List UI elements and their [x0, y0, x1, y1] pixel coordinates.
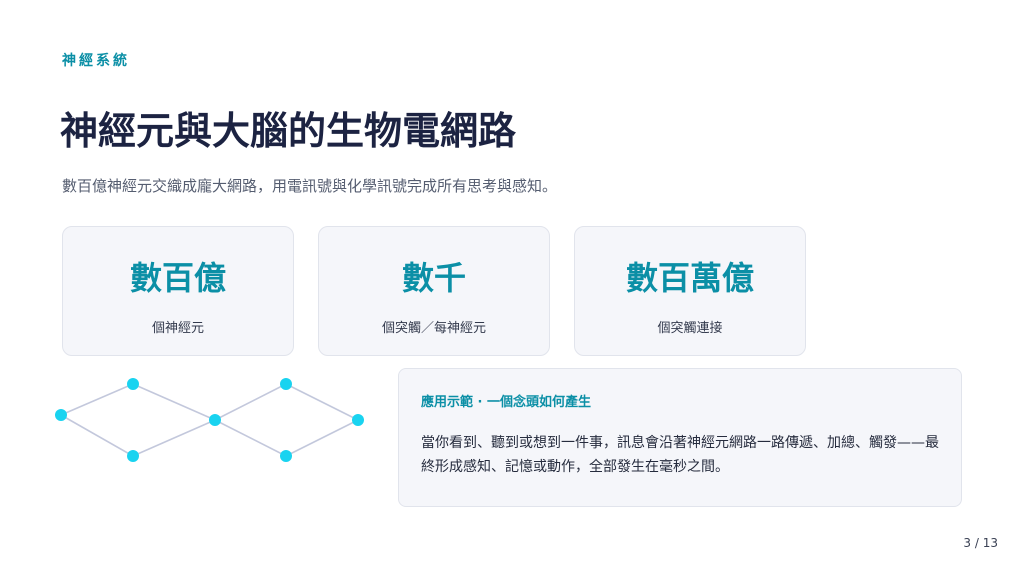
network-edge	[132, 383, 216, 421]
stat-value: 數千	[401, 259, 466, 297]
network-edges	[60, 383, 359, 457]
stat-card-neurons: 數百億 個神經元	[62, 226, 294, 356]
stat-card-synapses-per-neuron: 數千 個突觸／每神經元	[318, 226, 550, 356]
network-node	[127, 378, 139, 390]
stat-label: 個神經元	[151, 321, 204, 336]
page-title: 神經元與大腦的生物電網路	[60, 108, 517, 153]
network-node	[209, 414, 221, 426]
network-edge	[60, 414, 134, 457]
network-nodes	[55, 378, 364, 462]
network-node	[127, 450, 139, 462]
example-heading: 應用示範 · 一個念頭如何產生	[421, 395, 591, 410]
page-subtitle: 數百億神經元交織成龐大網路，用電訊號與化學訊號完成所有思考與感知。	[62, 177, 558, 195]
stat-label: 個突觸／每神經元	[381, 321, 486, 336]
network-node	[352, 414, 364, 426]
page-number: 3 / 13	[963, 536, 998, 550]
network-edge	[285, 383, 359, 421]
network-node	[280, 450, 292, 462]
example-body: 當你看到、聽到或想到一件事，訊息會沿著神經元網路一路傳遞、加總、觸發——最終形成…	[421, 435, 939, 475]
network-edge	[214, 419, 287, 457]
stat-card-synapse-connections: 數百萬億 個突觸連接	[574, 226, 806, 356]
eyebrow-label: 神經系統	[62, 53, 130, 69]
network-node	[55, 409, 67, 421]
network-edge	[132, 419, 216, 457]
network-edge	[60, 383, 134, 416]
stat-label: 個突觸連接	[657, 321, 723, 336]
stat-value: 數百萬億	[625, 259, 754, 297]
network-edge	[285, 419, 359, 457]
stat-value: 數百億	[129, 259, 226, 297]
neural-network-icon	[55, 378, 364, 462]
network-edge	[214, 383, 287, 421]
network-node	[280, 378, 292, 390]
example-box: 應用示範 · 一個念頭如何產生 當你看到、聽到或想到一件事，訊息會沿著神經元網路…	[398, 368, 962, 507]
